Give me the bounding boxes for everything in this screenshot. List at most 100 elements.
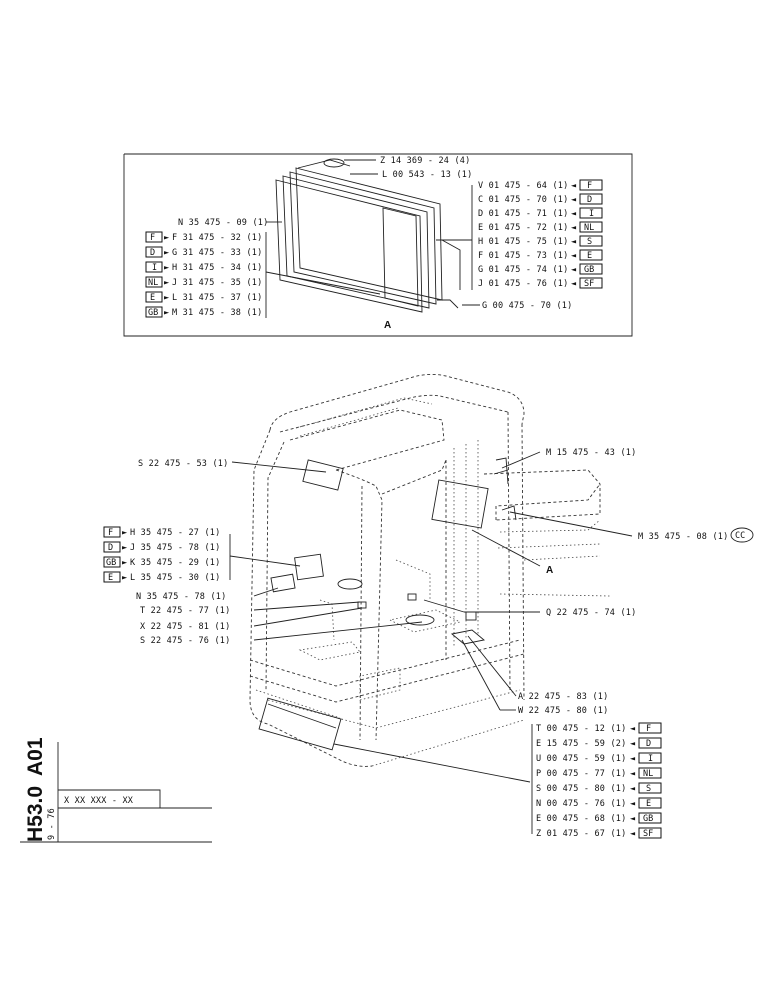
country-tag: D [150,248,155,258]
cc-tag: CC [735,531,745,541]
cab-leaders [229,451,633,834]
country-tag: E [646,799,651,809]
part-number: T 00 475 - 12 (1) [536,724,626,734]
arrow-icon: ◄ [571,251,577,261]
country-tag-box [145,306,163,318]
arrow-icon: ► [122,573,128,583]
title-block: A01 H53.0 9 - 76 X XX XXX - XX [20,737,212,843]
list-item: S 00 475 - 80 (1) ◄ S [536,782,662,794]
list-item: Z 01 475 - 67 (1)◄SF [536,827,662,839]
arrow-icon: ◄ [571,209,577,219]
arrow-icon: ◄ [630,739,636,749]
list-item: P 00 475 - 77 (1)◄NL [536,767,662,779]
country-tag: GB [148,308,158,318]
detail-a-border [123,153,633,337]
country-tag-box [103,571,121,583]
list-item: E ► L 31 475 - 37 (1) [145,291,262,303]
list-item: I ► H 31 475 - 34 (1) [145,261,262,273]
list-item: J 01 475 - 76 (1)◄SF [478,277,603,289]
list-item: G 01 475 - 74 (1)◄ GB [478,263,603,275]
list-item: F 01 475 - 73 (1)◄ E [478,249,603,261]
arrow-icon: ◄ [571,265,577,275]
country-tag-box [145,231,163,243]
detail-a-group: Z 14 369 - 24 (4) L 00 543 - 13 (1) N 35… [123,153,633,337]
doc-date: 9 - 76 [47,808,57,840]
country-tag: S [587,237,592,247]
part-number: K 35 475 - 29 (1) [130,558,220,568]
list-item: H 01 475 - 75 (1)◄S [478,235,603,247]
arrow-icon: ► [122,558,128,568]
list-item: E 15 475 - 59 (2)◄D [536,737,662,749]
arrow-icon: ► [164,278,170,288]
part-label-w22-475-80: W 22 475 - 80 (1) [518,706,608,716]
country-tag-box [638,812,662,824]
part-number: V 01 475 - 64 (1) [478,181,568,191]
list-item: D ► G 31 475 - 33 (1) [145,246,262,258]
part-label-m35-475-08: M 35 475 - 08 (1) [638,532,728,542]
part-number: E 15 475 - 59 (2) [536,739,626,749]
part-number: N 00 475 - 76 (1) [536,799,626,809]
cab-left-list: F►H 35 475 - 27 (1) D►J 35 475 - 78 (1) … [103,526,220,583]
part-number: C 01 475 - 70 (1) [478,195,568,205]
arrow-icon: ◄ [630,784,636,794]
country-tag: I [152,263,157,273]
cab-bottom-list: T 00 475 - 12 (1)◄F E 15 475 - 59 (2)◄D … [536,722,662,839]
list-item: D 01 475 - 71 (1)◄I [478,207,603,219]
list-item: U 00 475 - 59 (1)◄I [536,752,662,764]
doc-code-a01: A01 [24,737,47,776]
country-tag: E [150,293,155,303]
doc-code-h53: H53.0 [24,786,47,842]
arrow-icon: ► [164,308,170,318]
country-tag-box [638,797,662,809]
country-tag-box [145,276,163,288]
country-tag: E [587,251,592,261]
country-tag-box [145,246,163,258]
part-number: E 00 475 - 68 (1) [536,814,626,824]
country-tag-box [579,235,603,247]
part-number: M 31 475 - 38 (1) [172,308,262,318]
part-number: Z 01 475 - 67 (1) [536,829,626,839]
part-number: U 00 475 - 59 (1) [536,754,626,764]
country-tag: F [646,724,651,734]
country-tag-box [145,291,163,303]
country-tag-box [579,263,603,275]
country-tag-box [145,261,163,273]
arrow-icon: ◄ [630,724,636,734]
part-number: F 31 475 - 32 (1) [172,233,262,243]
part-label-s22-475-53: S 22 475 - 53 (1) [138,459,228,469]
country-tag-box [579,179,603,191]
arrow-icon: ◄ [571,181,577,191]
country-tag: NL [584,223,594,233]
part-number: S 00 475 - 80 (1) [536,784,626,794]
country-tag-box [103,541,121,553]
list-item: GB ► M 31 475 - 38 (1) [145,306,262,318]
part-number: F 01 475 - 73 (1) [478,251,568,261]
part-number: P 00 475 - 77 (1) [536,769,626,779]
country-tag: S [646,784,651,794]
part-number: H 31 475 - 34 (1) [172,263,262,273]
country-tag-box [638,782,662,794]
country-tag-box [638,722,662,734]
arrow-icon: ► [164,248,170,258]
list-item: E►L 35 475 - 30 (1) [103,571,220,583]
country-tag-box [638,752,662,764]
country-tag: GB [584,265,594,275]
cab-labels: S 22 475 - 53 (1) M 15 475 - 43 (1) M 35… [103,448,754,839]
part-number: E 01 475 - 72 (1) [478,223,568,233]
part-label-m15-475-43: M 15 475 - 43 (1) [546,448,636,458]
part-number: D 01 475 - 71 (1) [478,209,568,219]
part-label-x22-475-81: X 22 475 - 81 (1) [140,622,230,632]
part-number: J 01 475 - 76 (1) [478,279,568,289]
list-item: E 00 475 - 68 (1)◄GB [536,812,662,824]
detail-a-marker: A [384,320,391,331]
part-number: J 35 475 - 78 (1) [130,543,220,553]
country-tag-box [638,737,662,749]
part-label-a22-475-83: A 22 475 - 83 (1) [518,692,608,702]
cc-badge [730,527,754,543]
arrow-icon: ◄ [630,814,636,824]
part-number: G 01 475 - 74 (1) [478,265,568,275]
country-tag-box [579,249,603,261]
country-tag: NL [148,278,158,288]
country-tag: D [587,195,592,205]
list-item: NL ► J 31 475 - 35 (1) [145,276,262,288]
